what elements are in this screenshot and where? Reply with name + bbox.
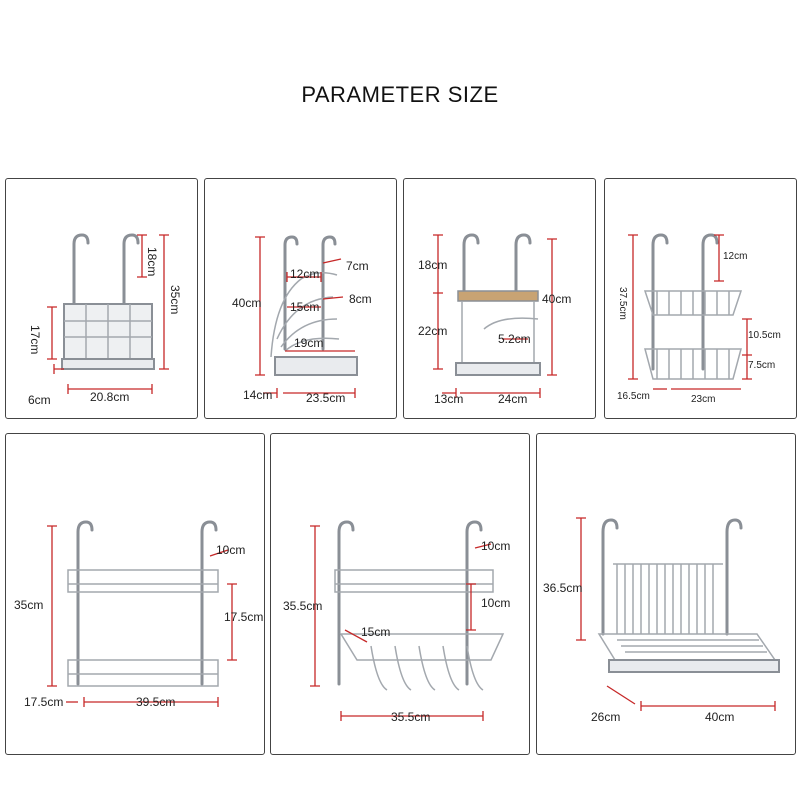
label-18cm-knife: 18cm (418, 258, 448, 272)
panel-shelf-with-holder: 10cm 35.5cm 10cm 15cm 35.5cm (270, 433, 530, 755)
label-26cm: 26cm (591, 710, 621, 724)
page-title: PARAMETER SIZE (301, 82, 499, 107)
shelf-with-holder-illustration (310, 520, 505, 721)
label-7cm: 7cm (346, 259, 369, 273)
label-13cm: 13cm (434, 392, 464, 406)
label-35cm-shelf: 35cm (14, 598, 44, 612)
knife-board-rack-illustration (433, 233, 557, 398)
label-10cm-shelf: 10cm (216, 543, 246, 557)
panel-utensil-holder: 18cm 35cm 17cm 6cm 20.8cm (5, 178, 198, 419)
label-35cm: 35cm (168, 285, 182, 315)
label-6cm: 6cm (28, 393, 51, 407)
label-8cm: 8cm (349, 292, 372, 306)
label-24cm: 24cm (498, 392, 528, 406)
panel-two-shelf-rack: 10cm 35cm 17.5cm 17.5cm 39.5cm (5, 433, 265, 755)
label-35-5cm-height: 35.5cm (283, 599, 323, 613)
two-shelf-rack-illustration (47, 520, 237, 707)
two-basket-rack-illustration (628, 233, 752, 390)
label-17-5cm-right: 17.5cm (224, 610, 264, 624)
dish-drainer-illustration (576, 517, 780, 711)
label-35-5cm-width: 35.5cm (391, 710, 431, 724)
label-36-5cm: 36.5cm (543, 581, 583, 595)
label-40cm: 40cm (232, 296, 262, 310)
panel-two-basket-rack: 12cm 37.5cm 10.5cm 7.5cm 16.5cm 23cm (604, 178, 797, 419)
label-17-5cm-left: 17.5cm (24, 695, 64, 709)
panel-knife-board-rack: 18cm 22cm 40cm 5.2cm 13cm 24cm (403, 178, 596, 419)
label-23cm: 23cm (691, 394, 716, 405)
label-10cm-mid: 10cm (481, 596, 511, 610)
label-37-5cm: 37.5cm (617, 287, 628, 320)
panel-lid-rack: 7cm 12cm 15cm 8cm 40cm 19cm 14cm 23.5cm (204, 178, 397, 419)
label-23-5cm: 23.5cm (306, 391, 346, 405)
panel-dish-drainer: 36.5cm 26cm 40cm (536, 433, 796, 755)
utensil-holder-illustration (47, 233, 169, 394)
label-16-5cm: 16.5cm (617, 391, 650, 402)
label-12cm-basket: 12cm (723, 251, 748, 262)
lid-rack-illustration (255, 235, 358, 398)
label-10-5cm: 10.5cm (748, 330, 781, 341)
label-22cm: 22cm (418, 324, 448, 338)
label-10cm-top: 10cm (481, 539, 511, 553)
label-15cm-holder: 15cm (361, 625, 391, 639)
label-15cm: 15cm (290, 300, 320, 314)
label-18cm: 18cm (145, 247, 159, 277)
label-7-5cm: 7.5cm (748, 360, 776, 371)
label-40cm-drainer: 40cm (705, 710, 735, 724)
label-5-2cm: 5.2cm (498, 332, 531, 346)
label-17cm: 17cm (28, 325, 42, 355)
label-14cm: 14cm (243, 388, 273, 402)
label-40cm-knife: 40cm (542, 292, 572, 306)
label-39-5cm: 39.5cm (136, 695, 176, 709)
label-12cm: 12cm (290, 267, 320, 281)
label-19cm: 19cm (294, 336, 324, 350)
dish-rack-wires (613, 563, 723, 634)
label-20-8cm: 20.8cm (90, 390, 130, 404)
